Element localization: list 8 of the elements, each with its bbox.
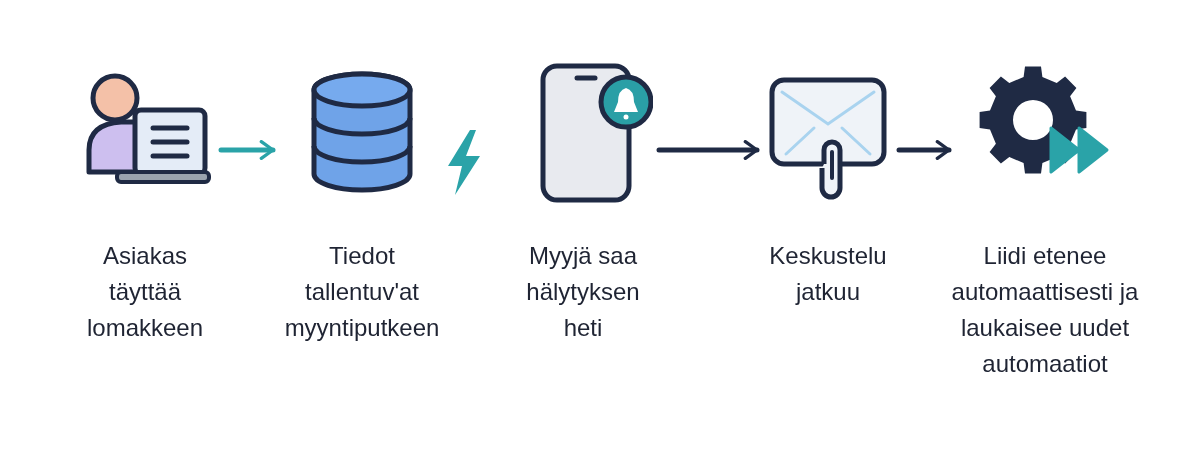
arrow — [218, 140, 276, 160]
step-caption: Keskustelu jatkuu — [768, 241, 888, 307]
arrow — [656, 140, 760, 160]
step-caption: Myyjä saa hälytyksen heti — [525, 241, 641, 343]
step-caption: Liidi etenee automaattisesti ja laukaisee uudet automaatiot — [950, 241, 1140, 379]
step-caption: Tiedot tallentuv'at myyntiputkeen — [283, 241, 441, 343]
step-caption: Asiakas täyttää lomakkeen — [85, 241, 205, 343]
arrow — [896, 140, 952, 160]
